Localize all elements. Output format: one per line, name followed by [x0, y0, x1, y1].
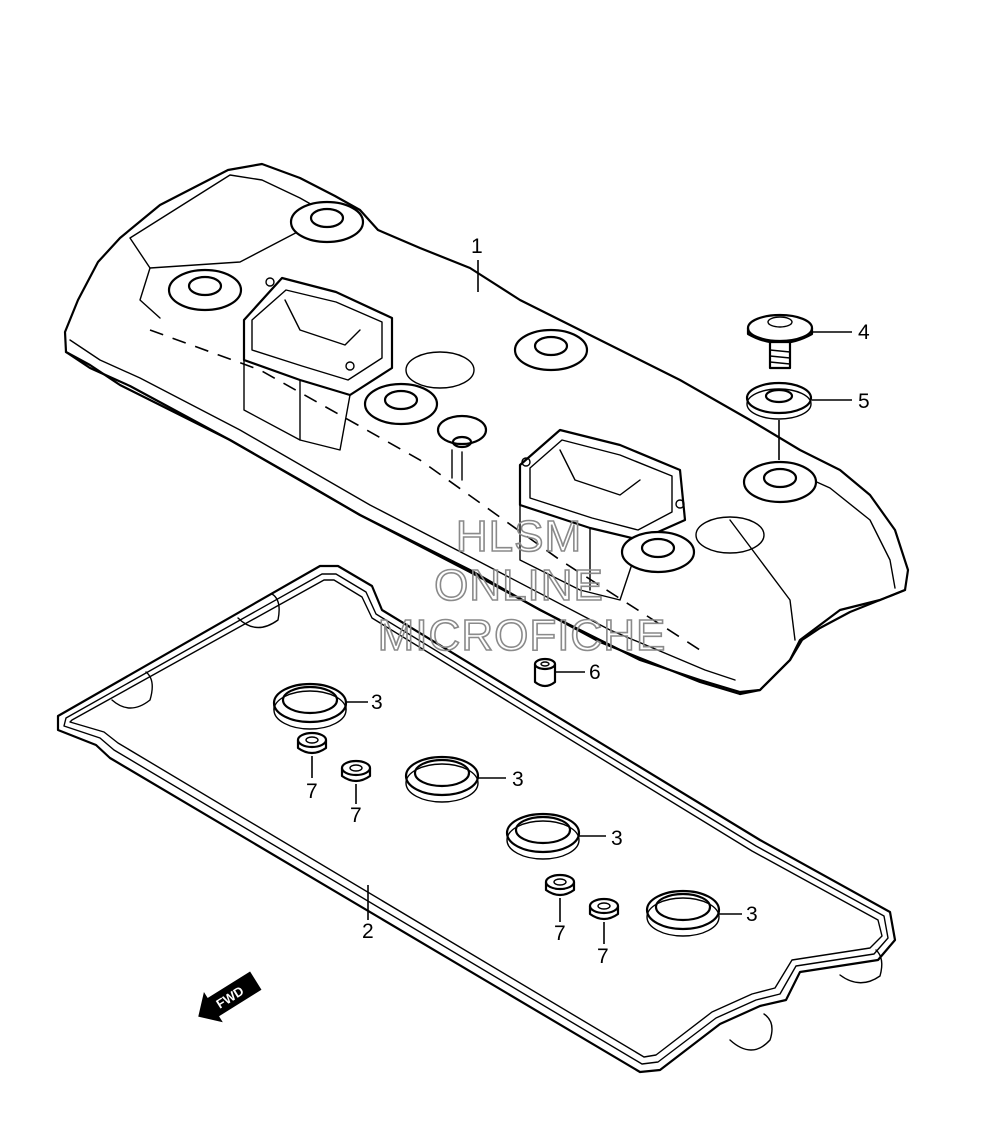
leader-lines — [311, 260, 852, 944]
callout-7-d: 7 — [597, 945, 609, 968]
callout-3-d: 3 — [746, 903, 758, 926]
callout-6: 6 — [589, 661, 601, 684]
small-seal-4 — [588, 897, 620, 921]
callout-2: 2 — [362, 920, 374, 943]
callout-3-c: 3 — [611, 827, 623, 850]
cover-boss-5 — [742, 460, 818, 504]
callout-7-a: 7 — [306, 780, 318, 803]
cylinder-head-cover — [63, 162, 910, 696]
forward-direction-arrow: FWD — [198, 971, 262, 1023]
callout-4: 4 — [858, 321, 870, 344]
small-seal-2 — [340, 759, 372, 783]
callout-7-b: 7 — [350, 804, 362, 827]
cover-boss-1 — [289, 200, 365, 244]
plug-seal-3 — [505, 812, 581, 860]
bolt-washer — [745, 381, 813, 420]
cover-gasket — [56, 564, 897, 1074]
plug-seal-1 — [272, 682, 348, 730]
cover-boss-3 — [513, 328, 589, 372]
small-grommet — [533, 657, 557, 688]
cover-bolt — [746, 313, 814, 370]
callout-3-b: 3 — [512, 768, 524, 791]
cover-boss-2 — [167, 268, 243, 312]
fwd-arrow-icon — [198, 971, 262, 1023]
watermark-line-3: MICROFICHE — [378, 611, 667, 660]
callout-labels: 1 2 3 3 3 3 4 5 6 7 7 7 7 — [306, 235, 870, 968]
cover-boss-6 — [620, 530, 696, 574]
cover-boss-4 — [363, 382, 439, 426]
small-seal-1 — [296, 731, 328, 755]
callout-3-a: 3 — [371, 691, 383, 714]
watermark-line-1: HLSM — [456, 512, 582, 561]
small-seal-3 — [544, 873, 576, 897]
watermark-line-2: ONLINE — [434, 561, 604, 610]
callout-7-c: 7 — [554, 922, 566, 945]
callout-1: 1 — [471, 235, 483, 258]
plug-seal-2 — [404, 755, 480, 803]
watermark: HLSM ONLINE MICROFICHE — [377, 511, 667, 661]
callout-5: 5 — [858, 390, 870, 413]
plug-seal-4 — [645, 889, 721, 937]
